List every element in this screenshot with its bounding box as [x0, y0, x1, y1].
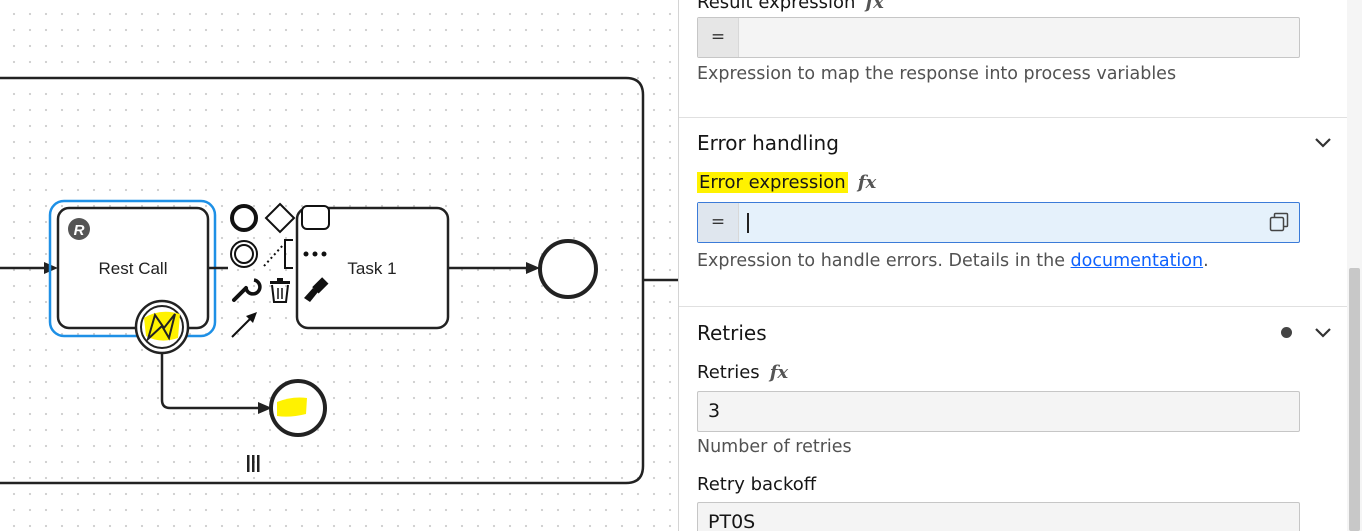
retries-label-text: Retries [697, 362, 760, 383]
error-flow-arrow [258, 402, 272, 414]
error-handling-header[interactable]: Error handling [679, 131, 1348, 155]
trash-icon[interactable] [270, 278, 290, 303]
retries-title: Retries [697, 321, 767, 345]
properties-panel: Result expression fx = Expression to map … [678, 0, 1348, 531]
fx-icon[interactable]: fx [769, 362, 789, 383]
highlight-marker [277, 397, 307, 417]
result-expression-input[interactable]: = [697, 17, 1300, 58]
retries-label: Retries fx [697, 362, 788, 383]
append-gateway-icon[interactable] [264, 202, 296, 234]
open-popup-editor-icon[interactable] [1269, 212, 1289, 232]
retries-description: Number of retries [697, 437, 852, 457]
result-expression-description: Expression to map the response into proc… [697, 64, 1177, 84]
result-expression-label-text: Result expression [697, 0, 856, 13]
append-end-event-icon[interactable] [230, 204, 258, 232]
chevron-down-icon[interactable] [1312, 131, 1334, 153]
task-to-end-arrow [526, 262, 540, 274]
bpmn-canvas[interactable]: R Rest Call Task 1 [0, 0, 678, 531]
rest-connector-icon [68, 218, 90, 240]
text-caret [747, 213, 749, 233]
fx-icon[interactable]: fx [865, 0, 884, 13]
context-pad [230, 202, 330, 338]
feel-prefix: = [698, 203, 739, 242]
error-expression-input[interactable]: = [697, 202, 1300, 243]
retry-backoff-value: PT0S [708, 511, 756, 531]
retry-backoff-label: Retry backoff [697, 474, 817, 495]
error-expression-label-text: Error expression [697, 172, 848, 193]
error-expression-label: Error expression fx [697, 172, 876, 193]
retries-header[interactable]: Retries [679, 321, 1348, 345]
section-divider [679, 117, 1348, 118]
rest-call-label: Rest Call [99, 259, 168, 278]
data-marker-dot [1281, 327, 1292, 338]
subprocess-marker [247, 455, 260, 472]
more-options-icon[interactable] [303, 251, 327, 257]
paintbrush-icon[interactable] [304, 277, 329, 302]
error-flow[interactable] [160, 353, 262, 410]
end-event[interactable] [538, 239, 598, 299]
error-expression-desc-text: Expression to handle errors. Details in … [697, 251, 1071, 271]
append-intermediate-event-inner [234, 244, 254, 264]
documentation-link[interactable]: documentation [1070, 251, 1204, 271]
wrench-icon[interactable] [232, 278, 262, 302]
retry-backoff-input[interactable]: PT0S [697, 502, 1300, 531]
error-lightning-icon [146, 312, 176, 343]
error-handling-title: Error handling [697, 131, 839, 155]
fx-icon[interactable]: fx [857, 172, 877, 193]
scrollbar-thumb[interactable] [1349, 268, 1360, 531]
diagram-svg: R Rest Call Task 1 [0, 76, 678, 485]
feel-prefix: = [698, 18, 739, 57]
section-divider [679, 306, 1348, 307]
task-1-label: Task 1 [347, 259, 396, 278]
retries-value: 3 [708, 400, 721, 422]
error-expression-description: Expression to handle errors. Details in … [697, 251, 1209, 271]
rest-connector-badge-text: R [74, 222, 85, 239]
text-annotation-icon[interactable] [263, 239, 293, 269]
retries-input[interactable]: 3 [697, 391, 1300, 432]
error-expression-desc-suffix: . [1203, 251, 1209, 271]
result-expression-label: Result expression fx [697, 0, 884, 13]
connect-arrow-icon[interactable] [231, 312, 257, 338]
chevron-down-icon[interactable] [1312, 321, 1334, 343]
append-task-icon[interactable] [301, 205, 330, 230]
